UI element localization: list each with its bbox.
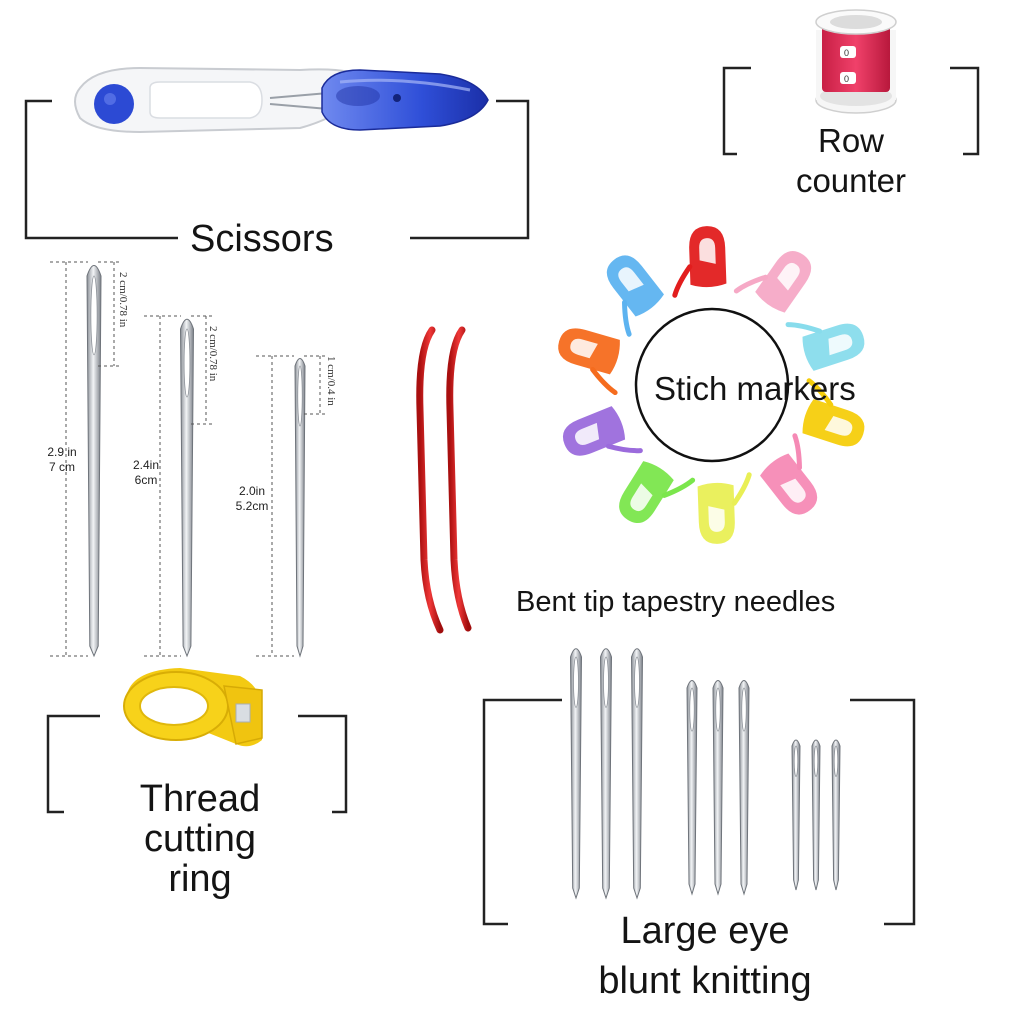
row-counter-label-line2: counter xyxy=(795,162,907,199)
small-needle-eye-size: 1 cm/0.4 in xyxy=(325,356,337,406)
large-eye-label-line2: blunt knitting xyxy=(598,960,812,1002)
small-needle-icon xyxy=(294,358,306,658)
row-counter-label-line1: Row xyxy=(817,122,885,159)
row-counter-bracket xyxy=(722,66,980,156)
stitch-marker-icon xyxy=(733,250,812,313)
medium-needle-icon xyxy=(179,318,195,658)
svg-text:0: 0 xyxy=(844,74,849,84)
stitch-marker-icon xyxy=(558,328,620,396)
dimension-needles xyxy=(50,261,326,658)
thread-ring-label-line1: Thread xyxy=(139,778,261,820)
large-needle-eye-size: 2 cm/0.78 in xyxy=(117,272,129,328)
large-eye-needle-icon xyxy=(738,680,750,896)
large-eye-needle-icon xyxy=(831,739,841,891)
large-eye-needle-icon xyxy=(811,739,821,891)
svg-text:0: 0 xyxy=(844,48,849,58)
large-eye-needle-icon xyxy=(686,680,698,896)
stitch-marker-icon xyxy=(619,461,696,524)
large-eye-needles xyxy=(569,648,841,900)
thread-ring-label-line3: ring xyxy=(168,858,232,900)
large-eye-bracket xyxy=(482,698,916,926)
medium-needle-eye-size: 2 cm/0.78 in xyxy=(207,326,219,382)
thread-cutting-ring-icon xyxy=(123,668,263,747)
large-eye-needle-icon xyxy=(791,739,801,891)
stitch-marker-icon xyxy=(606,255,664,337)
stitch-marker-icon xyxy=(697,472,752,544)
tapestry-needle-icon xyxy=(416,326,472,634)
large-eye-label-line1: Large eye xyxy=(620,910,790,952)
thread-ring-bracket xyxy=(46,714,348,814)
stitch-markers-circle xyxy=(634,307,790,463)
row-counter-icon: 0 0 xyxy=(815,9,897,114)
large-eye-needle-icon xyxy=(630,648,644,900)
large-eye-needle-icon xyxy=(569,648,583,900)
stitch-markers-label: Stich markers xyxy=(654,370,856,407)
scissors-icon xyxy=(74,66,489,134)
stitch-marker-icon xyxy=(802,378,865,447)
stitch-marker-icon xyxy=(785,322,865,371)
stitch-markers-group xyxy=(558,226,865,544)
large-eye-needle-icon xyxy=(599,648,613,900)
stitch-marker-icon xyxy=(760,433,818,515)
stitch-marker-icon xyxy=(562,406,643,456)
stitch-marker-icon xyxy=(672,226,727,298)
large-needle-icon xyxy=(86,265,102,658)
large-eye-needle-icon xyxy=(712,680,724,896)
scissors-bracket xyxy=(24,99,530,240)
thread-ring-label-line2: cutting xyxy=(144,818,256,860)
scissors-label: Scissors xyxy=(190,218,334,260)
bent-tip-label: Bent tip tapestry needles xyxy=(516,586,836,618)
